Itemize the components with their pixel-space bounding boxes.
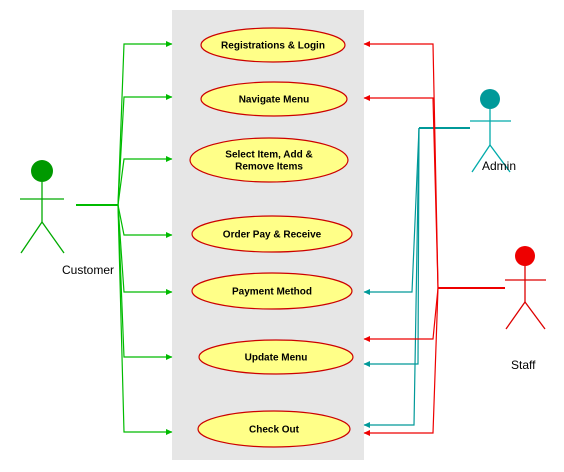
use-case-ellipse: [197, 410, 351, 448]
use-case-payment-method: Payment Method: [191, 272, 353, 310]
staff-label: Staff: [511, 358, 536, 372]
actor-staff: Staff: [505, 246, 546, 372]
staff-connectors: [363, 41, 505, 436]
use-case-label: Order Pay & Receive: [223, 230, 322, 241]
use-case-update-menu: Update Menu: [198, 339, 354, 375]
use-case-ellipse: [198, 339, 354, 375]
use-case-order-pay-receive: Order Pay & Receive: [191, 215, 353, 253]
customer-body: [20, 182, 65, 254]
use-case-label: Registrations & Login: [221, 41, 325, 52]
customer-head: [31, 160, 53, 182]
customer-label: Customer: [62, 263, 114, 277]
use-case-label: Navigate Menu: [239, 95, 310, 106]
actor-admin: Admin: [470, 89, 516, 173]
admin-connectors: [363, 127, 470, 428]
use-case-select-item: Select Item, Add &Remove Items: [189, 137, 349, 183]
use-case-ellipse: [200, 81, 348, 117]
admin-label: Admin: [482, 159, 516, 173]
customer-connectors: [76, 41, 173, 435]
use-case-navigate-menu: Navigate Menu: [200, 81, 348, 117]
use-case-label: Remove Items: [235, 162, 303, 173]
use-case-ellipse: [200, 27, 346, 63]
use-case-ellipse: [191, 272, 353, 310]
actor-customer: Customer: [20, 160, 114, 277]
use-case-label: Update Menu: [245, 353, 308, 364]
use-case-label: Select Item, Add &: [225, 150, 312, 161]
connectors: [76, 41, 505, 436]
use-case-label: Payment Method: [232, 287, 312, 298]
staff-body: [505, 266, 546, 330]
use-case-label: Check Out: [249, 425, 300, 436]
use-case-check-out: Check Out: [197, 410, 351, 448]
use-case-ellipse: [191, 215, 353, 253]
use-case-registration-login: Registrations & Login: [200, 27, 346, 63]
admin-body: [470, 109, 511, 173]
use-case-ellipse: [189, 137, 349, 183]
staff-head: [515, 246, 535, 266]
admin-head: [480, 89, 500, 109]
